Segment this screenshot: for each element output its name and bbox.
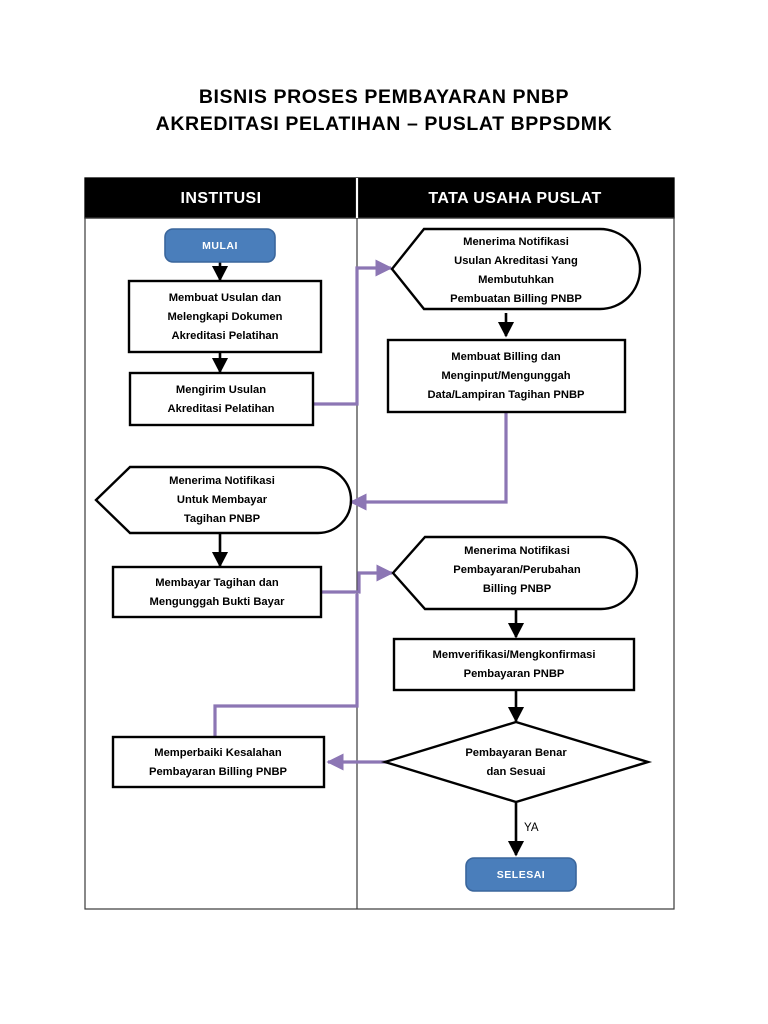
node-decision-line-1: Pembayaran Benar bbox=[465, 747, 567, 759]
node-memverifikasi-line-1: Memverifikasi/Mengkonfirmasi bbox=[433, 649, 596, 661]
node-notif-pembayaran-line-3: Billing PNBP bbox=[483, 583, 552, 595]
node-notif-bayar-line-1: Menerima Notifikasi bbox=[169, 475, 275, 487]
connector-membuat-billing-to-notif-bayar bbox=[349, 412, 508, 511]
title-line-1: BISNIS PROSES PEMBAYARAN PNBP bbox=[198, 86, 570, 108]
node-memperbaiki-line-2: Pembayaran Billing PNBP bbox=[149, 766, 288, 778]
node-membuat-usulan-line-2: Melengkapi Dokumen bbox=[167, 311, 282, 323]
node-mulai[interactable]: MULAI bbox=[164, 228, 276, 263]
node-memperbaiki-kesalahan[interactable]: Memperbaiki Kesalahan Pembayaran Billing… bbox=[111, 735, 326, 789]
node-membuat-billing-line-1: Membuat Billing dan bbox=[451, 351, 561, 363]
node-notif-pembayaran[interactable]: Menerima Notifikasi Pembayaran/Perubahan… bbox=[391, 535, 639, 611]
connector-membayar-tagihan-to-notif-pembayaran bbox=[321, 564, 394, 594]
node-mengirim-usulan-line-1: Mengirim Usulan bbox=[176, 384, 266, 396]
node-notif-usulan-line-3: Membutuhkan bbox=[478, 274, 554, 286]
node-selesai-label: SELESAI bbox=[497, 869, 545, 881]
lane-header-tata-usaha-puslat: TATA USAHA PUSLAT bbox=[428, 190, 601, 207]
node-notif-usulan-line-2: Usulan Akreditasi Yang bbox=[454, 255, 578, 267]
node-mulai-label: MULAI bbox=[202, 240, 238, 252]
node-memverifikasi[interactable]: Memverifikasi/Mengkonfirmasi Pembayaran … bbox=[392, 637, 636, 692]
node-membayar-tagihan-line-1: Membayar Tagihan dan bbox=[155, 577, 279, 589]
node-notif-bayar[interactable]: Menerima Notifikasi Untuk Membayar Tagih… bbox=[94, 465, 353, 535]
node-notif-usulan-line-4: Pembuatan Billing PNBP bbox=[450, 293, 582, 305]
node-membuat-usulan-line-1: Membuat Usulan dan bbox=[169, 292, 282, 304]
lane-header-tata-usaha-puslat-label: TATA USAHA PUSLAT bbox=[428, 190, 601, 207]
node-notif-pembayaran-line-1: Menerima Notifikasi bbox=[464, 545, 570, 557]
node-membayar-tagihan-line-2: Mengunggah Bukti Bayar bbox=[150, 596, 286, 608]
node-mengirim-usulan-line-2: Akreditasi Pelatihan bbox=[168, 403, 275, 415]
lane-header-institusi-label: INSTITUSI bbox=[181, 190, 262, 207]
title-line-2: AKREDITASI PELATIHAN – PUSLAT BPPSDMK bbox=[155, 113, 613, 135]
connector-layer bbox=[211, 259, 525, 857]
node-notif-usulan-line-1: Menerima Notifikasi bbox=[463, 236, 569, 248]
node-membuat-usulan[interactable]: Membuat Usulan dan Melengkapi Dokumen Ak… bbox=[127, 279, 323, 354]
connector-memperbaiki-to-notif-pembayaran bbox=[213, 594, 359, 737]
node-notif-bayar-line-2: Untuk Membayar bbox=[177, 494, 268, 506]
node-selesai[interactable]: SELESAI bbox=[465, 857, 577, 892]
node-pembayaran-benar[interactable]: Pembayaran Benar dan Sesuai bbox=[380, 720, 653, 804]
edge-label-ya: YA bbox=[524, 822, 539, 834]
node-membuat-usulan-line-3: Akreditasi Pelatihan bbox=[172, 330, 279, 342]
node-mengirim-usulan[interactable]: Mengirim Usulan Akreditasi Pelatihan bbox=[128, 371, 315, 427]
node-membuat-billing[interactable]: Membuat Billing dan Menginput/Mengunggah… bbox=[386, 338, 627, 414]
node-memverifikasi-line-2: Pembayaran PNBP bbox=[464, 668, 565, 680]
node-decision-line-2: dan Sesuai bbox=[486, 766, 545, 778]
node-membayar-tagihan[interactable]: Membayar Tagihan dan Mengunggah Bukti Ba… bbox=[111, 565, 323, 619]
connector-mengirim-usulan-to-notif-usulan bbox=[313, 259, 393, 406]
node-membuat-billing-line-2: Menginput/Mengunggah bbox=[441, 370, 570, 382]
page-title: BISNIS PROSES PEMBAYARAN PNBP AKREDITASI… bbox=[0, 84, 768, 138]
node-membuat-billing-line-3: Data/Lampiran Tagihan PNBP bbox=[427, 389, 585, 401]
node-memperbaiki-line-1: Memperbaiki Kesalahan bbox=[154, 747, 282, 759]
node-notif-pembayaran-line-2: Pembayaran/Perubahan bbox=[453, 564, 581, 576]
node-notif-bayar-line-3: Tagihan PNBP bbox=[184, 513, 261, 525]
node-notif-usulan[interactable]: Menerima Notifikasi Usulan Akreditasi Ya… bbox=[390, 227, 642, 311]
lane-header-institusi: INSTITUSI bbox=[181, 190, 262, 207]
